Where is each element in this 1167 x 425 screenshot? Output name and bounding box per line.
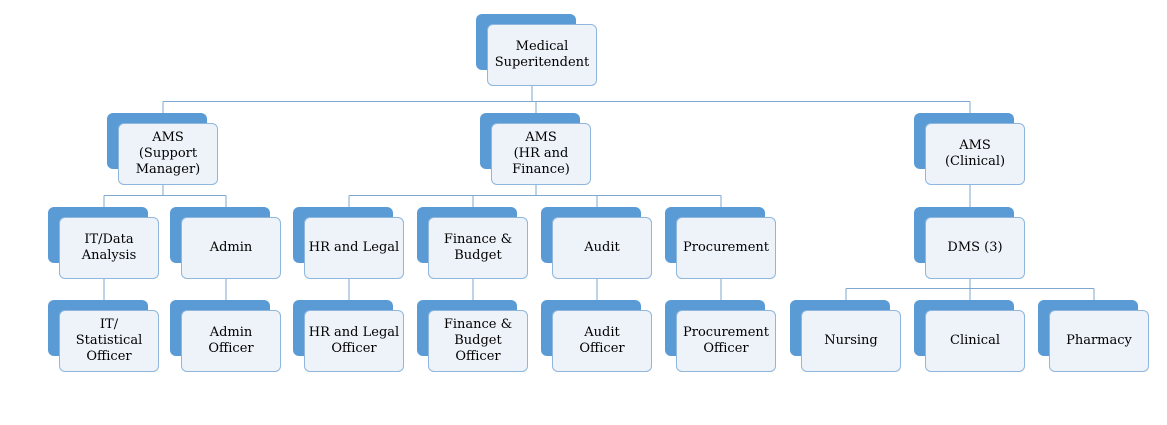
node-box: Admin bbox=[181, 217, 281, 279]
node-label: Audit bbox=[584, 240, 620, 255]
node-label: AMS (Clinical) bbox=[944, 138, 1006, 169]
node-label: Finance & Budget bbox=[443, 232, 513, 263]
node-box: Pharmacy bbox=[1049, 310, 1149, 372]
node-label: Medical Superitendent bbox=[494, 39, 590, 70]
node-box: AMS (Support Manager) bbox=[118, 123, 218, 185]
node-box: Procurement bbox=[676, 217, 776, 279]
node-label: Finance & Budget Officer bbox=[443, 317, 513, 364]
node-label: DMS (3) bbox=[947, 240, 1003, 255]
node-box: DMS (3) bbox=[925, 217, 1025, 279]
node-label: HR and Legal bbox=[308, 240, 400, 255]
node-box: Finance & Budget bbox=[428, 217, 528, 279]
node-box: HR and Legal bbox=[304, 217, 404, 279]
node-label: AMS (HR and Finance) bbox=[512, 130, 570, 177]
node-box: Medical Superitendent bbox=[487, 24, 597, 86]
node-box: IT/ Statistical Officer bbox=[59, 310, 159, 372]
node-box: Admin Officer bbox=[181, 310, 281, 372]
node-box: Audit Officer bbox=[552, 310, 652, 372]
node-label: Audit Officer bbox=[579, 325, 625, 356]
node-box: IT/Data Analysis bbox=[59, 217, 159, 279]
node-box: Clinical bbox=[925, 310, 1025, 372]
node-box: AMS (HR and Finance) bbox=[491, 123, 591, 185]
node-label: Pharmacy bbox=[1066, 333, 1132, 348]
node-label: Nursing bbox=[824, 333, 878, 348]
node-label: Procurement bbox=[683, 240, 769, 255]
node-label: Clinical bbox=[950, 333, 1000, 348]
node-label: IT/Data Analysis bbox=[81, 232, 137, 263]
node-label: Procurement Officer bbox=[683, 325, 769, 356]
node-box: Audit bbox=[552, 217, 652, 279]
node-box: Nursing bbox=[801, 310, 901, 372]
node-label: HR and Legal Officer bbox=[308, 325, 400, 356]
node-label: Admin Officer bbox=[208, 325, 254, 356]
node-label: IT/ Statistical Officer bbox=[75, 317, 143, 364]
node-box: Finance & Budget Officer bbox=[428, 310, 528, 372]
node-box: AMS (Clinical) bbox=[925, 123, 1025, 185]
node-label: AMS (Support Manager) bbox=[135, 130, 201, 177]
node-label: Admin bbox=[209, 240, 253, 255]
node-box: HR and Legal Officer bbox=[304, 310, 404, 372]
node-box: Procurement Officer bbox=[676, 310, 776, 372]
